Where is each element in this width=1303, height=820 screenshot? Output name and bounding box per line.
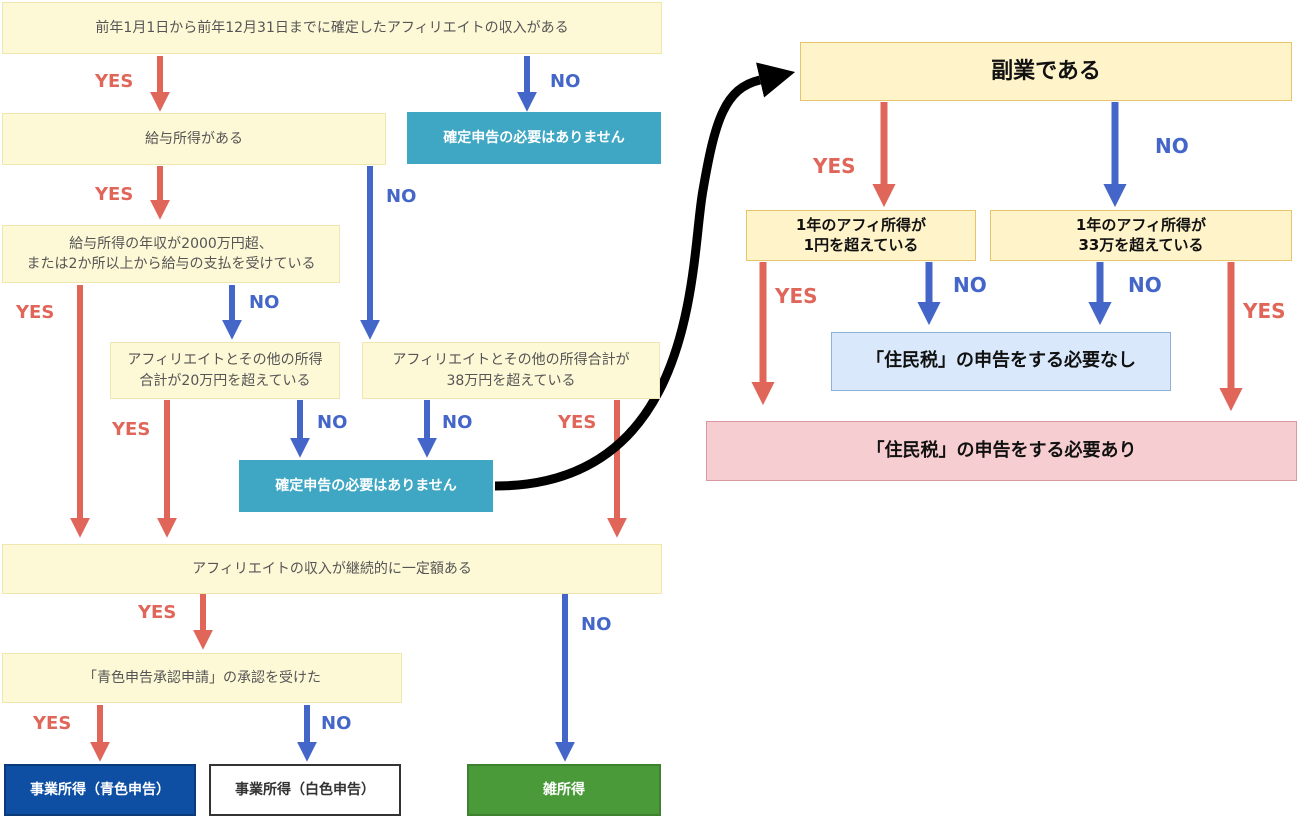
label-yes: YES <box>813 154 856 178</box>
result-resident-tax-not-needed: 「住民税」の申告をする必要なし <box>831 332 1171 391</box>
label-yes: YES <box>558 412 597 433</box>
question-income-over-330k: 1年のアフィ所得が 33万を超えている <box>990 210 1292 261</box>
label-no: NO <box>1128 273 1162 297</box>
label-yes: YES <box>95 184 134 205</box>
result-misc-income: 雑所得 <box>467 764 661 816</box>
label-no: NO <box>1155 134 1189 158</box>
question-salary-over-20m: 給与所得の年収が2000万円超、 または2か所以上から給与の支払を受けている <box>2 225 340 283</box>
question-continuous-income: アフィリエイトの収入が継続的に一定額ある <box>2 544 662 594</box>
question-salary-income: 給与所得がある <box>2 113 386 165</box>
result-business-income-blue: 事業所得（青色申告） <box>4 764 196 816</box>
label-yes: YES <box>138 602 177 623</box>
label-yes: YES <box>1243 299 1286 323</box>
label-no: NO <box>249 292 280 313</box>
question-blue-return-approval: 「青色申告承認申請」の承認を受けた <box>2 653 402 703</box>
label-yes: YES <box>95 71 134 92</box>
no-filing-needed-top: 確定申告の必要はありません <box>407 112 661 164</box>
arrow-curve-connector <box>494 62 796 491</box>
result-resident-tax-needed: 「住民税」の申告をする必要あり <box>706 421 1297 481</box>
label-no: NO <box>386 186 417 207</box>
result-business-income-white: 事業所得（白色申告） <box>209 764 401 816</box>
question-side-job: 副業である <box>800 42 1292 101</box>
question-income-over-1yen: 1年のアフィ所得が 1円を超えている <box>746 210 976 261</box>
label-no: NO <box>953 273 987 297</box>
no-filing-needed-mid: 確定申告の必要はありません <box>239 460 493 512</box>
question-total-over-380k: アフィリエイトとその他の所得合計が 38万円を超えている <box>362 342 660 399</box>
question-total-over-200k: アフィリエイトとその他の所得 合計が20万円を超えている <box>110 342 340 399</box>
label-no: NO <box>317 412 348 433</box>
label-yes: YES <box>112 419 151 440</box>
label-no: NO <box>581 614 612 635</box>
label-yes: YES <box>33 713 72 734</box>
label-no: NO <box>550 71 581 92</box>
label-no: NO <box>442 412 473 433</box>
label-yes: YES <box>16 302 55 323</box>
question-affiliate-income: 前年1月1日から前年12月31日までに確定したアフィリエイトの収入がある <box>2 2 662 54</box>
label-yes: YES <box>775 284 818 308</box>
label-no: NO <box>321 713 352 734</box>
